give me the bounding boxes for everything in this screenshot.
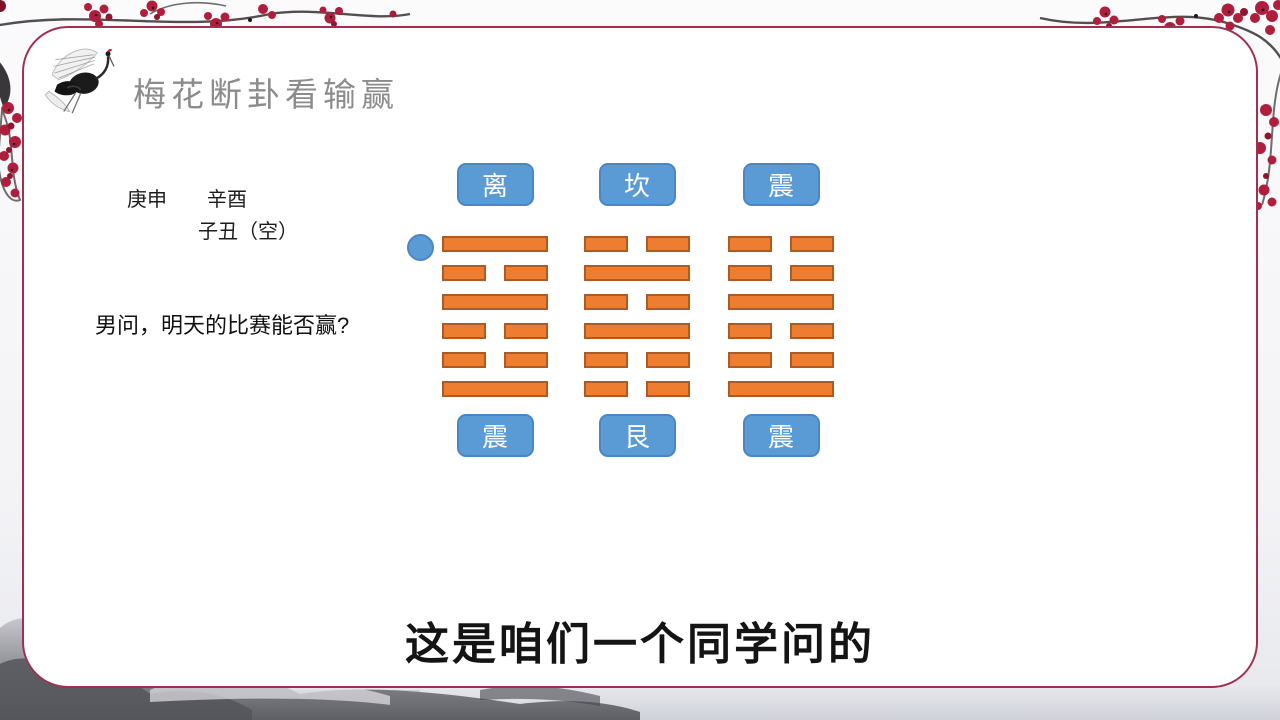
ganzhi-line-2: 子丑（空）: [198, 221, 298, 243]
hexagram-line-yin: [728, 352, 834, 368]
hexagram-line-yang: [442, 236, 548, 252]
trigram-label-top: 离: [456, 163, 534, 206]
plum-blossom-top-left: [0, 0, 411, 32]
hexagram-line-yang: [584, 265, 690, 281]
hexagram-line-yin: [728, 265, 834, 281]
caption-subtitle: 这是咱们一个同学问的: [405, 620, 875, 669]
yin-segment: [584, 236, 628, 252]
yin-segment: [442, 352, 486, 368]
moving-line-dot: [407, 234, 434, 261]
hexagram-changed: 震 震: [728, 163, 834, 457]
yin-segment: [504, 323, 548, 339]
yin-segment: [442, 265, 486, 281]
yin-segment: [790, 265, 834, 281]
hexagram-line-yin: [584, 294, 690, 310]
slide-card: [22, 26, 1258, 688]
hexagram-line-yang: [442, 294, 548, 310]
yin-segment: [728, 352, 772, 368]
ganzhi-line-1: 庚申 辛酉: [127, 189, 247, 211]
plum-blossom-top-right: [1039, 0, 1280, 210]
trigram-label-bottom: 震: [456, 414, 534, 457]
hexagram-line-yang: [728, 381, 834, 397]
hexagram-lines: [442, 236, 548, 397]
hexagram-line-yin: [442, 352, 548, 368]
hexagram-line-yin: [584, 381, 690, 397]
yin-segment: [646, 236, 690, 252]
hexagram-lines: [584, 236, 690, 397]
hexagram-line-yang: [728, 294, 834, 310]
trigram-label-top: 震: [742, 163, 820, 206]
trigram-label-bottom: 震: [742, 414, 820, 457]
question-text: 男问，明天的比赛能否赢?: [95, 313, 350, 338]
hexagram-line-yin: [442, 323, 548, 339]
trigram-label-top: 坎: [598, 163, 676, 206]
yin-segment: [728, 265, 772, 281]
hexagram-line-yin: [728, 236, 834, 252]
hexagram-middle: 坎 艮: [584, 163, 690, 457]
hexagram-line-yin: [442, 265, 548, 281]
hexagram-line-yang: [442, 381, 548, 397]
yin-segment: [646, 294, 690, 310]
yin-segment: [790, 352, 834, 368]
hexagram-line-yin: [584, 352, 690, 368]
trigram-label-bottom: 艮: [598, 414, 676, 457]
yin-segment: [504, 352, 548, 368]
hexagram-line-yin: [728, 323, 834, 339]
yin-segment: [728, 236, 772, 252]
yin-segment: [584, 294, 628, 310]
hexagram-lines: [728, 236, 834, 397]
crane-icon: [44, 48, 115, 114]
page-title: 梅花断卦看输赢: [133, 76, 399, 113]
yin-segment: [442, 323, 486, 339]
hexagram-main: 离 震: [442, 163, 548, 457]
yin-segment: [790, 323, 834, 339]
yin-segment: [584, 352, 628, 368]
yin-segment: [504, 265, 548, 281]
yin-segment: [790, 236, 834, 252]
hexagram-line-yin: [584, 236, 690, 252]
yin-segment: [646, 352, 690, 368]
plum-blossom-left-edge: [0, 62, 22, 202]
yin-segment: [584, 381, 628, 397]
hexagram-line-yang: [584, 323, 690, 339]
yin-segment: [728, 323, 772, 339]
yin-segment: [646, 381, 690, 397]
